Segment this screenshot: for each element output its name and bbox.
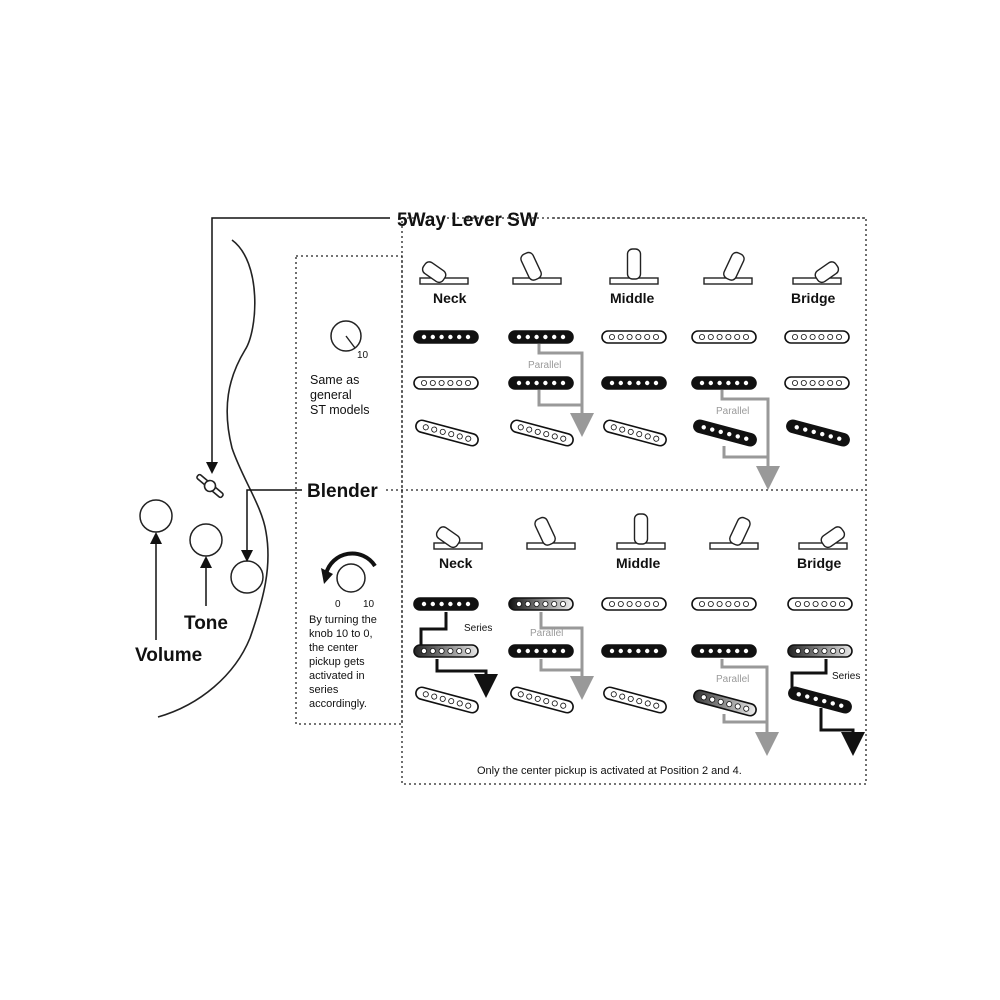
footer-note: Only the center pickup is activated at P… — [477, 765, 742, 777]
pickup-icon — [415, 419, 479, 447]
guitar-body-outline — [157, 239, 269, 718]
blender-note-line: activated in — [309, 670, 365, 682]
lever-switch-leader — [206, 217, 390, 474]
blender-knob-min: 0 — [335, 599, 341, 610]
general-knob-value: 10 — [357, 350, 369, 361]
general-note-line: ST models — [310, 403, 370, 417]
series-label: Series — [464, 623, 492, 634]
switch-position-icon — [433, 526, 483, 550]
switch-position-icon — [419, 261, 469, 285]
pickup-icon — [691, 644, 757, 658]
switch-position-icon — [798, 526, 848, 550]
blender-note-line: pickup gets — [309, 656, 365, 668]
pickup-icon — [413, 644, 479, 658]
volume-knob-icon — [139, 499, 173, 533]
volume-label: Volume — [135, 645, 202, 666]
position-label-neck: Neck — [439, 555, 473, 571]
blender-note-line: the center — [309, 642, 358, 654]
general-note-line: general — [310, 388, 352, 402]
lever-switch-icon — [196, 473, 224, 499]
pickup-icon — [413, 376, 479, 390]
parallel-signal-path — [537, 390, 582, 407]
pickup-icon — [784, 376, 850, 390]
pickup-icon — [510, 419, 574, 447]
switch-position-icon — [703, 251, 753, 285]
switch-position-icon — [526, 516, 576, 550]
blender-label: Blender — [307, 481, 378, 502]
blender-knob-max: 10 — [363, 599, 375, 610]
series-signal-path — [435, 659, 498, 698]
blender-knob-icon — [230, 560, 264, 594]
blender-turn-knob-icon — [321, 551, 377, 593]
parallel-signal-path — [539, 659, 582, 672]
series-signal-path — [419, 612, 448, 650]
blender-leader — [241, 489, 302, 562]
pickup-icon — [691, 330, 757, 344]
parallel-signal-path — [722, 446, 768, 459]
pickup-icon — [415, 686, 479, 714]
lever-switch-label: 5Way Lever SW — [397, 210, 538, 231]
switch-position-icon — [792, 261, 842, 285]
series-signal-path — [790, 659, 828, 690]
pickup-icon — [601, 330, 667, 344]
pickup-icon — [413, 597, 479, 611]
pickup-icon — [603, 686, 667, 714]
position-label-middle: Middle — [610, 290, 655, 306]
position-label-neck: Neck — [433, 290, 467, 306]
blender-note-line: By turning the — [309, 614, 377, 626]
pickup-icon — [601, 597, 667, 611]
position-label-middle: Middle — [616, 555, 661, 571]
pickup-icon — [691, 597, 757, 611]
top-pickup-grid — [413, 330, 850, 447]
parallel-signal-path — [539, 612, 594, 700]
bottom-pickup-grid — [413, 597, 853, 717]
parallel-signal-path — [720, 659, 779, 756]
series-signal-path — [819, 708, 865, 756]
switch-position-icon — [512, 251, 562, 285]
pickup-icon — [693, 689, 757, 717]
parallel-label: Parallel — [716, 406, 749, 417]
pickup-icon — [603, 419, 667, 447]
pickup-icon — [601, 376, 667, 390]
parallel-signal-path — [537, 344, 594, 437]
blender-note-line: series — [309, 684, 339, 696]
pickup-icon — [786, 419, 850, 447]
pickup-icon — [788, 686, 852, 714]
pickup-icon — [413, 330, 479, 344]
blender-note-line: knob 10 to 0, — [309, 628, 373, 640]
parallel-signal-path — [720, 390, 780, 490]
parallel-signal-path — [722, 714, 767, 724]
switch-position-icon — [616, 513, 666, 550]
pickup-icon — [784, 330, 850, 344]
position-label-bridge: Bridge — [797, 555, 842, 571]
pickup-icon — [508, 330, 574, 344]
pickup-icon — [508, 644, 574, 658]
pickup-icon — [691, 376, 757, 390]
pickup-icon — [601, 644, 667, 658]
parallel-label: Parallel — [716, 674, 749, 685]
pickup-icon — [693, 419, 757, 447]
parallel-label: Parallel — [530, 628, 563, 639]
parallel-label: Parallel — [528, 360, 561, 371]
series-label: Series — [832, 671, 860, 682]
pickup-icon — [508, 376, 574, 390]
pickup-icon — [787, 644, 853, 658]
blender-note-line: accordingly. — [309, 698, 367, 710]
position-label-bridge: Bridge — [791, 290, 836, 306]
pickup-icon — [510, 686, 574, 714]
tone-label: Tone — [184, 613, 228, 634]
tone-knob-icon — [189, 523, 223, 557]
pickup-icon — [787, 597, 853, 611]
general-note-line: Same as — [310, 373, 359, 387]
switch-position-icon — [609, 248, 659, 285]
general-knob-icon — [330, 320, 362, 352]
pickup-icon — [508, 597, 574, 611]
switch-position-icon — [709, 516, 759, 550]
